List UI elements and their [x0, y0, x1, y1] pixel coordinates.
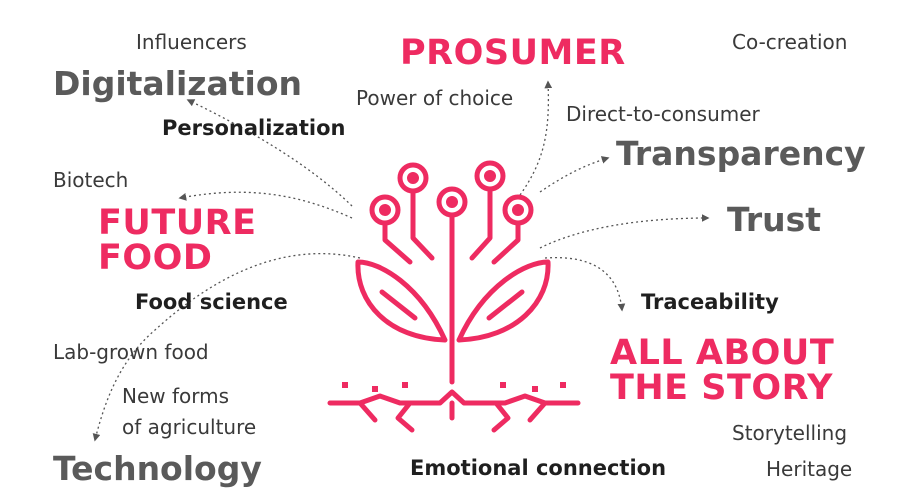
- soil-dots: [342, 382, 566, 392]
- label-co-creation: Co-creation: [732, 30, 848, 54]
- label-future-food: FUTURE FOOD: [98, 206, 256, 276]
- arrow-to-future-food: [178, 191, 353, 219]
- label-trust: Trust: [727, 200, 822, 239]
- label-prosumer: PROSUMER: [400, 33, 626, 73]
- label-traceability: Traceability: [641, 290, 779, 314]
- label-food-science: Food science: [135, 290, 288, 314]
- label-all-about-line2: THE STORY: [610, 368, 833, 408]
- arrow-to-digitalization: [186, 99, 353, 207]
- label-direct-to-consumer: Direct-to-consumer: [566, 102, 760, 126]
- arrow-to-trust: [539, 214, 710, 249]
- label-all-about-the-story: ALL ABOUT THE STORY: [610, 336, 834, 406]
- label-future-food-line2: FOOD: [98, 238, 213, 278]
- label-technology: Technology: [53, 449, 262, 488]
- label-power-of-choice: Power of choice: [356, 86, 514, 110]
- label-personalization: Personalization: [162, 116, 346, 140]
- arrow-to-prosumer: [519, 80, 553, 196]
- label-storytelling: Storytelling: [732, 421, 848, 445]
- label-transparency: Transparency: [616, 134, 866, 173]
- label-digitalization: Digitalization: [53, 64, 303, 103]
- label-new-forms-line1: New forms: [122, 384, 230, 408]
- label-future-food-line1: FUTURE: [98, 203, 257, 243]
- flower-circuit-icon: [327, 160, 581, 433]
- label-biotech: Biotech: [53, 168, 129, 192]
- label-influencers: Influencers: [136, 30, 247, 54]
- label-all-about-line1: ALL ABOUT: [610, 333, 835, 373]
- label-new-forms-of-agriculture: New forms of agriculture: [122, 381, 256, 443]
- arrow-to-transparency: [539, 156, 610, 193]
- label-heritage: Heritage: [766, 457, 853, 481]
- arrow-to-traceability: [544, 256, 626, 312]
- label-emotional-connection: Emotional connection: [410, 456, 667, 480]
- label-lab-grown-food: Lab-grown food: [53, 340, 209, 364]
- label-new-forms-line2: of agriculture: [122, 415, 257, 439]
